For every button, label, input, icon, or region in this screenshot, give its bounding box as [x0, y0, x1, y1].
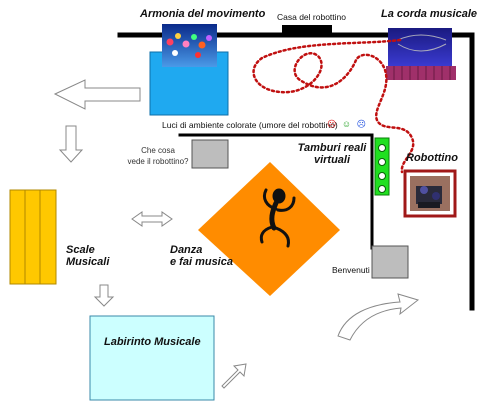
sad-face-icon: ☹: [327, 119, 337, 129]
dance-floor: [198, 162, 340, 296]
robottino-title: Robottino: [406, 152, 458, 164]
danza-title: Danza e fai musica: [170, 244, 233, 268]
camera-caption-line-2: vede il robottino?: [127, 157, 189, 166]
armonia-area: [149, 24, 229, 116]
tamburi-title-line-2: virtuali: [313, 154, 351, 166]
curtain-panel: [388, 28, 452, 66]
mood-lights: ☹ ☺ ☹: [327, 119, 366, 130]
tamburi-title: Tamburi reali virtuali: [294, 142, 370, 166]
balloons-icon: [162, 24, 217, 67]
robot-house-block: [282, 25, 332, 35]
robot-icon: [403, 169, 457, 218]
maze-box: [89, 315, 215, 401]
drum-strip: [374, 137, 390, 196]
happy-face-icon: ☺: [341, 119, 352, 129]
dancer-icon: [259, 188, 296, 248]
benvenuti-label: Benvenuti: [332, 265, 370, 275]
keyboard: [386, 66, 456, 80]
sad-face-icon: ☹: [356, 119, 367, 129]
camera-caption: Che cosa vede il robottino?: [124, 145, 192, 167]
armonia-title: Armonia del movimento: [140, 8, 266, 20]
stairs: [9, 189, 57, 285]
camera-view-box: [191, 139, 229, 169]
casa-label: Casa del robottino: [277, 12, 346, 22]
luci-label: Luci di ambiente colorate (umore del rob…: [162, 120, 338, 130]
tamburi-title-line-1: Tamburi reali: [297, 142, 367, 154]
scale-title: Scale Musicali: [66, 244, 109, 268]
danza-title-line-1: Danza: [170, 244, 203, 256]
robot-path: [252, 38, 415, 174]
balloons: [166, 33, 212, 58]
danza-title-line-2: e fai musica: [170, 256, 233, 268]
walls: [117, 25, 475, 311]
corda-area: [386, 28, 456, 80]
welcome-box: [371, 245, 409, 279]
labirinto-title: Labirinto Musicale: [104, 336, 201, 348]
scale-title-line-2: Musicali: [66, 256, 110, 268]
arrow-icon: [53, 79, 420, 389]
scale-title-line-1: Scale: [66, 244, 95, 256]
corda-title: La corda musicale: [381, 8, 477, 20]
camera-caption-line-1: Che cosa: [141, 146, 175, 155]
